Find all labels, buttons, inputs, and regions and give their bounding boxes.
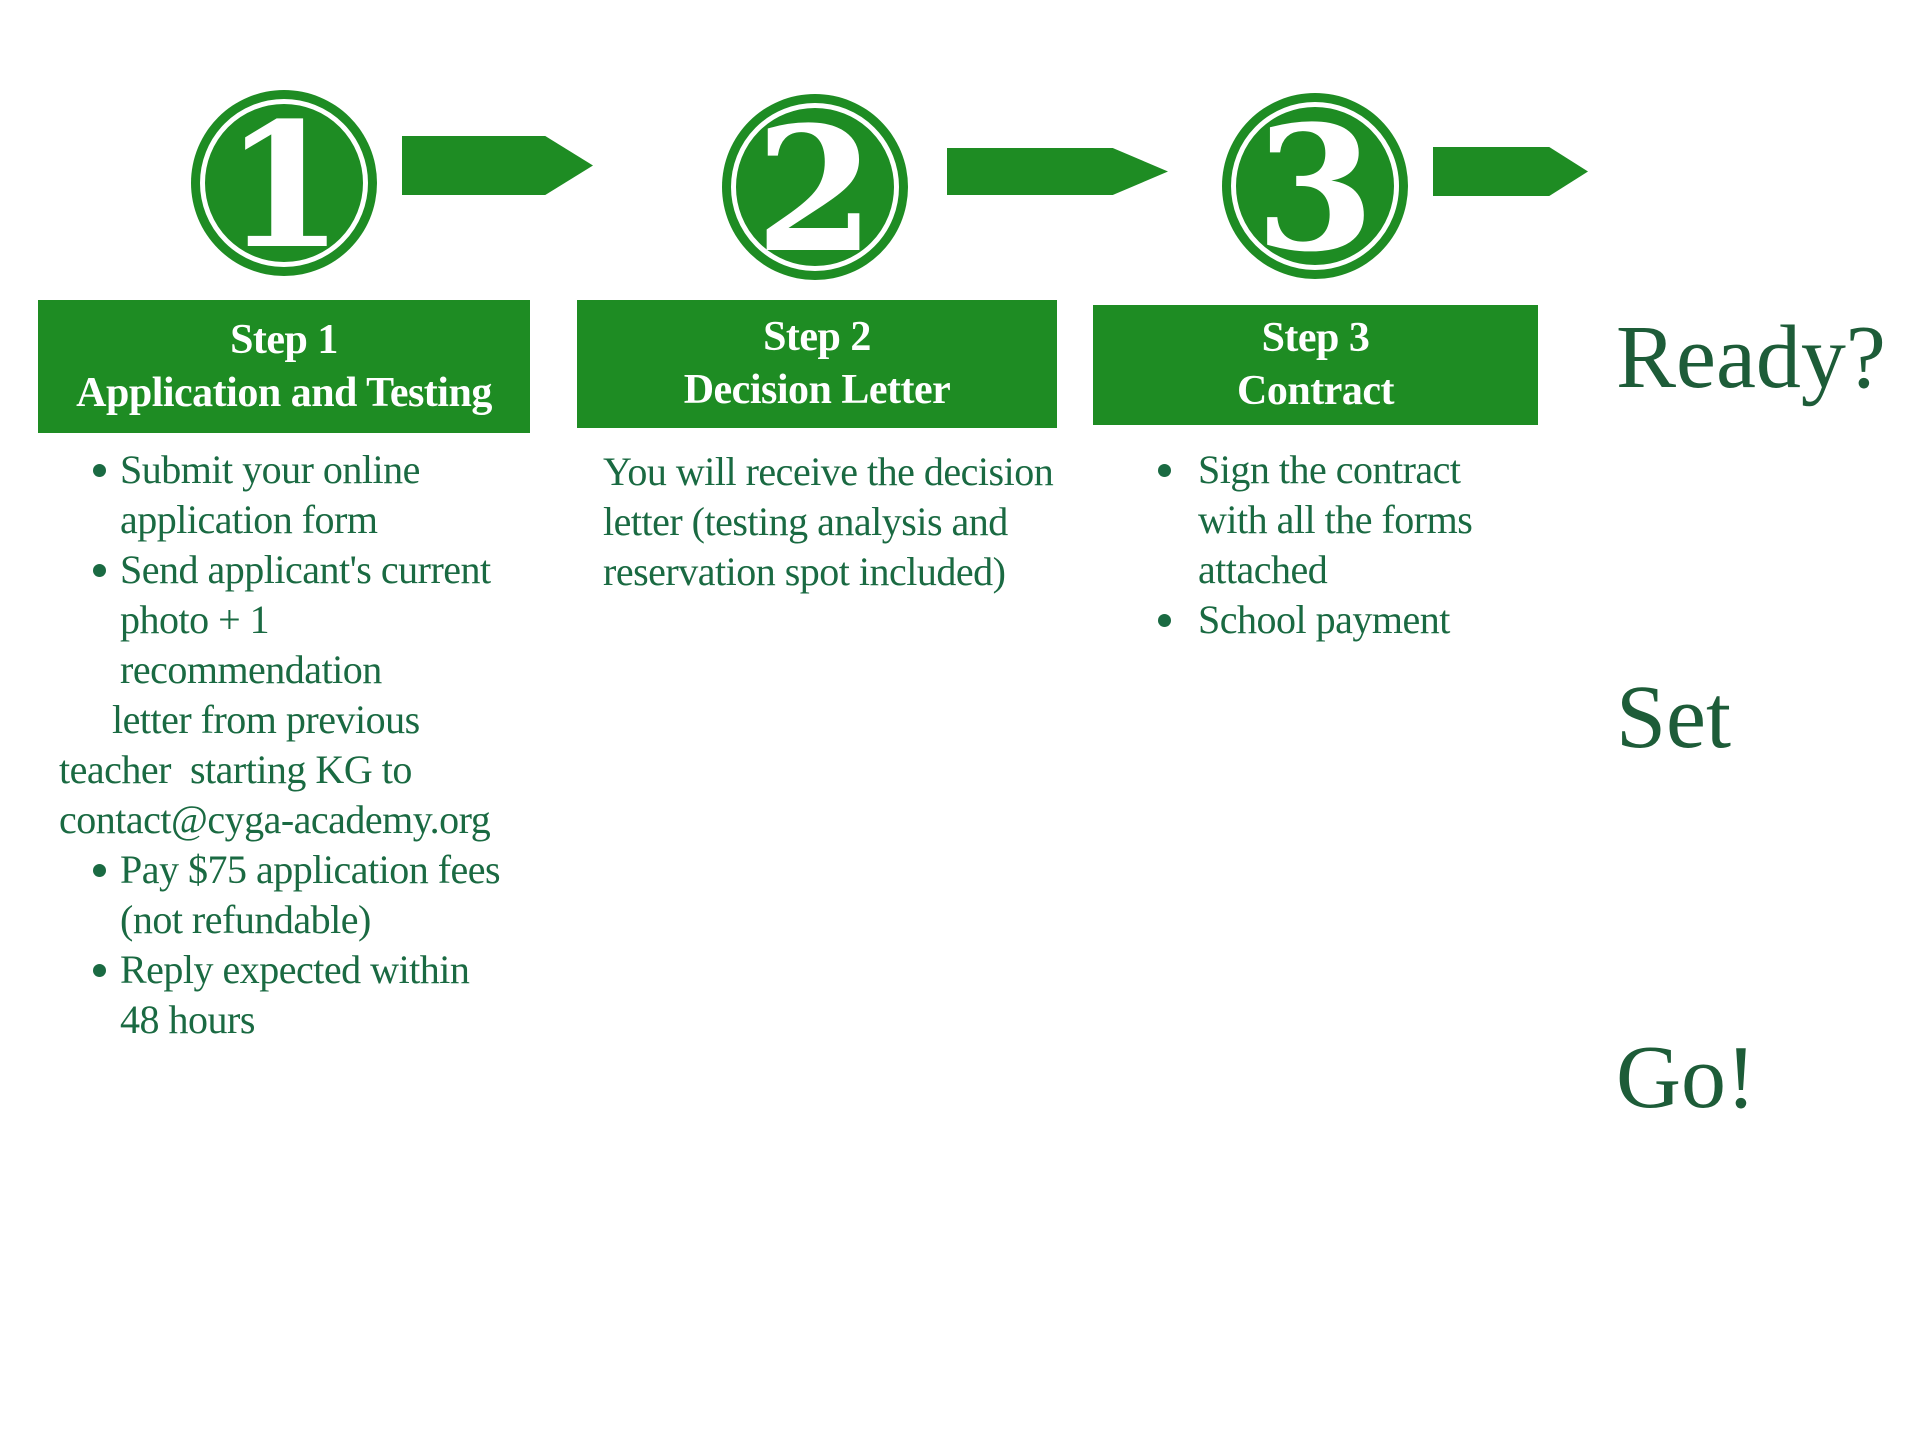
set-line: Set: [1616, 668, 1732, 767]
step-2-badge-icon: 2: [722, 94, 908, 280]
step-1-details: Submit your online application form Send…: [55, 445, 555, 1045]
step-1-badge-icon: 1: [191, 90, 377, 276]
step-3-header: Step 3 Contract: [1093, 305, 1538, 425]
step-3-subtitle: Contract: [1237, 368, 1394, 414]
step-1-header: Step 1 Application and Testing: [38, 300, 530, 433]
arrow-right-icon-2: [947, 148, 1168, 195]
list-item-wrap: letter from previous: [112, 697, 420, 742]
step-2-subtitle: Decision Letter: [683, 367, 951, 413]
list-item-wrap: recommendation: [120, 647, 382, 692]
step-2-number: 2: [755, 88, 875, 291]
paragraph-line: letter (testing analysis and: [603, 499, 1008, 544]
list-item-wrap: with all the forms: [1198, 497, 1473, 542]
list-item: Reply expected within: [55, 945, 555, 995]
ready-set-go-text: Ready? Set Go!: [1616, 58, 1886, 1378]
contact-email-text: contact@cyga-academy.org: [59, 797, 491, 842]
arrow-right-icon-1: [402, 136, 593, 195]
arrow-right-icon-3: [1433, 147, 1588, 196]
step-1-number: 1: [224, 84, 344, 287]
list-item: Send applicant's current: [55, 545, 555, 595]
list-item: Sign the contract: [1128, 445, 1568, 495]
step-2-details: You will receive the decision letter (te…: [603, 447, 1083, 597]
list-item: School payment: [1128, 595, 1568, 645]
step-2-header: Step 2 Decision Letter: [577, 300, 1057, 428]
step-3-details: Sign the contract with all the forms att…: [1128, 445, 1568, 645]
list-item: Submit your online: [55, 445, 555, 495]
paragraph-line: reservation spot included): [603, 549, 1006, 594]
list-item: Pay $75 application fees: [55, 845, 555, 895]
list-item-wrap: (not refundable): [120, 897, 371, 942]
list-item-wrap: application form: [120, 497, 378, 542]
go-line: Go!: [1616, 1028, 1756, 1127]
list-item-wrap: photo + 1: [120, 597, 270, 642]
step-1-title: Step 1: [230, 316, 338, 363]
list-item-wrap: 48 hours: [120, 997, 255, 1042]
step-1-subtitle: Application and Testing: [76, 369, 492, 416]
step-3-badge-icon: 3: [1222, 93, 1408, 279]
step-3-number: 3: [1255, 87, 1375, 290]
step-2-title: Step 2: [763, 314, 871, 360]
list-item-wrap: teacher starting KG to: [59, 747, 412, 792]
list-item-wrap: attached: [1198, 547, 1328, 592]
paragraph-line: You will receive the decision: [603, 449, 1054, 494]
ready-line: Ready?: [1616, 308, 1886, 407]
step-3-title: Step 3: [1261, 315, 1370, 361]
